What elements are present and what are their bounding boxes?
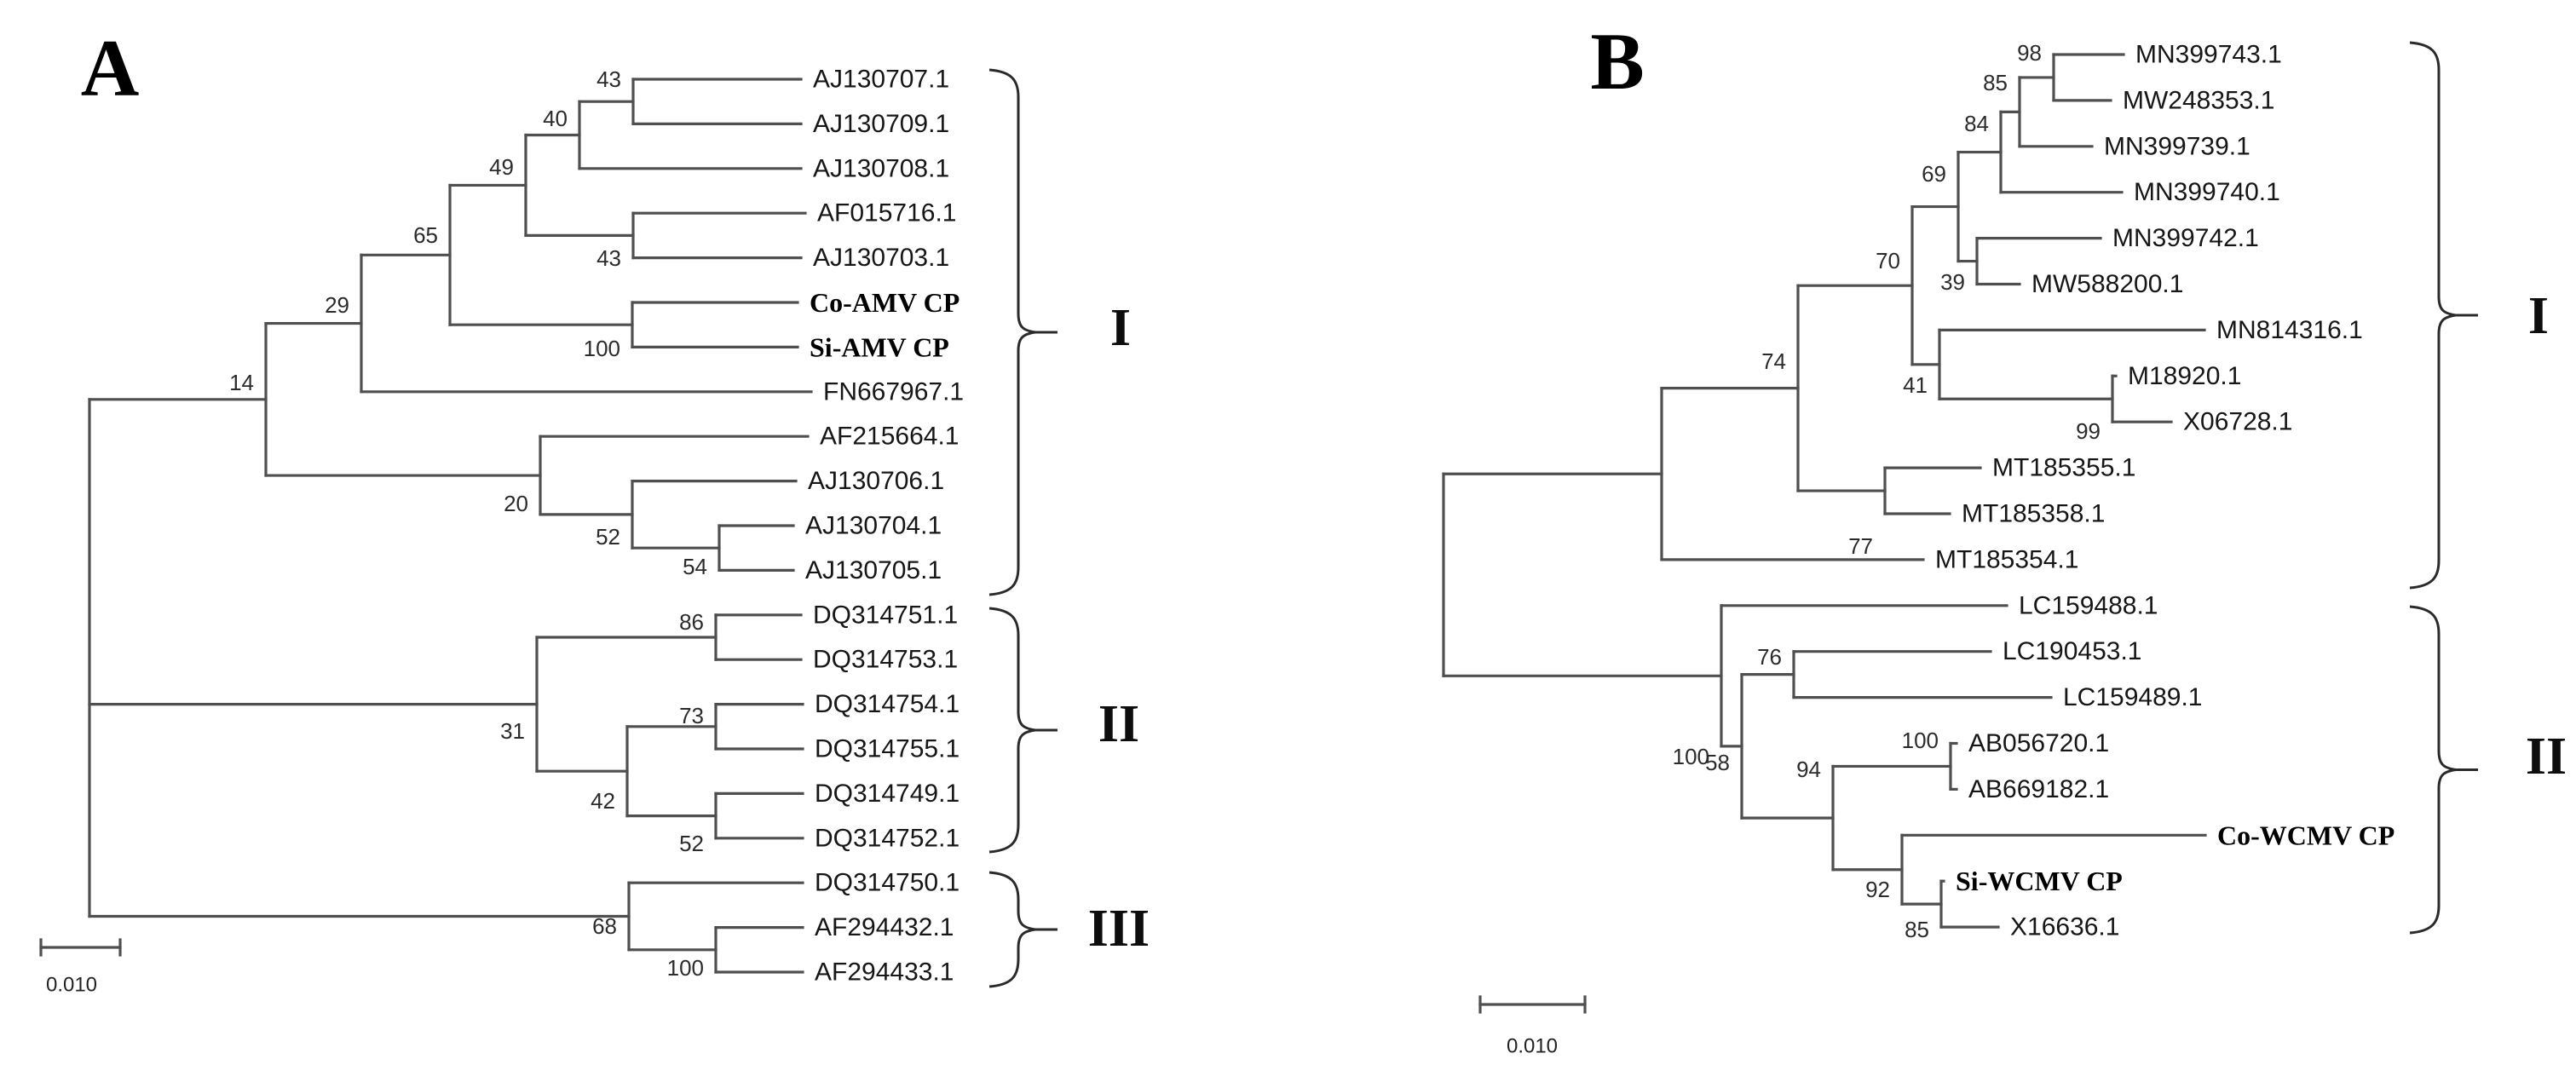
taxon-label: DQ314751.1 xyxy=(813,601,958,629)
bootstrap-value: 29 xyxy=(325,292,349,318)
bootstrap-value: 68 xyxy=(592,913,617,939)
taxon-label: FN667967.1 xyxy=(823,377,964,406)
panel-A: AJ130707.1AJ130709.143AJ130708.140AF0157… xyxy=(39,23,1150,997)
bootstrap-value: 41 xyxy=(1903,372,1928,398)
clade-bracket-III xyxy=(988,871,1036,988)
bootstrap-value: 86 xyxy=(679,609,704,635)
taxon-label: DQ314753.1 xyxy=(813,646,958,674)
taxon-label: MN399740.1 xyxy=(2134,178,2280,206)
taxon-label: DQ314752.1 xyxy=(815,824,960,852)
panel-label-B: B xyxy=(1590,16,1644,106)
bootstrap-value: 54 xyxy=(683,554,707,579)
taxon-label: AB669182.1 xyxy=(1968,775,2109,803)
taxon-label: MN814316.1 xyxy=(2216,316,2363,344)
taxon-label: M18920.1 xyxy=(2128,362,2241,390)
taxon-label-highlighted: Co-AMV CP xyxy=(810,287,960,318)
taxon-label: AF294433.1 xyxy=(815,958,954,987)
clade-bracket-I xyxy=(988,68,1036,596)
bootstrap-value: 39 xyxy=(1940,269,1965,295)
clade-label-II: II xyxy=(2526,728,2567,786)
taxon-label: MT185355.1 xyxy=(1992,454,2135,482)
bootstrap-value: 100 xyxy=(584,336,620,361)
panel-B: MN399743.1MW248353.198MN399739.185MN3997… xyxy=(1442,16,2567,1058)
bootstrap-value: 14 xyxy=(229,370,254,395)
taxon-label: AF015716.1 xyxy=(817,199,956,227)
bootstrap-value: 49 xyxy=(489,154,514,180)
taxon-label: AJ130707.1 xyxy=(813,66,949,94)
taxon-label: MN399743.1 xyxy=(2135,41,2282,69)
taxon-label: AJ130703.1 xyxy=(813,244,949,272)
taxon-label: LC190453.1 xyxy=(2003,637,2141,665)
taxon-label: AJ130704.1 xyxy=(805,512,942,540)
taxon-label: X16636.1 xyxy=(2010,913,2119,941)
clade-bracket-II xyxy=(2409,605,2457,935)
bootstrap-value: 42 xyxy=(591,788,615,814)
bootstrap-value: 85 xyxy=(1983,70,2008,95)
taxon-label: AJ130709.1 xyxy=(813,110,949,138)
bootstrap-value: 70 xyxy=(1876,248,1900,273)
clade-label-I: I xyxy=(1110,299,1131,357)
bootstrap-value: 20 xyxy=(504,491,528,516)
taxon-label: LC159488.1 xyxy=(2019,591,2158,619)
taxon-label: DQ314754.1 xyxy=(815,690,960,718)
scale-bar-label: 0.010 xyxy=(46,974,97,997)
taxon-label: AJ130706.1 xyxy=(808,467,944,495)
bootstrap-value: 31 xyxy=(500,718,525,744)
bootstrap-value: 77 xyxy=(1848,533,1873,559)
taxon-label: DQ314755.1 xyxy=(815,735,960,763)
bootstrap-value: 84 xyxy=(1964,111,1989,136)
bootstrap-value: 40 xyxy=(543,106,568,131)
bootstrap-value: 94 xyxy=(1796,757,1821,782)
bootstrap-value: 74 xyxy=(1761,348,1786,374)
bootstrap-value: 73 xyxy=(679,703,704,728)
taxon-label-highlighted: Si-AMV CP xyxy=(810,331,949,362)
clade-label-I: I xyxy=(2528,287,2549,345)
taxon-label: MW588200.1 xyxy=(2031,270,2183,298)
taxon-label: MN399742.1 xyxy=(2112,224,2259,252)
panel-label-A: A xyxy=(81,23,140,113)
bootstrap-value: 43 xyxy=(596,245,621,271)
taxon-label-highlighted: Co-WCMV CP xyxy=(2217,820,2394,850)
bootstrap-value: 85 xyxy=(1905,917,1929,942)
bootstrap-value: 52 xyxy=(596,524,620,550)
taxon-label-highlighted: Si-WCMV CP xyxy=(1956,866,2123,896)
taxon-label: AF294432.1 xyxy=(815,913,954,941)
taxon-label: MT185358.1 xyxy=(1962,500,2105,528)
bootstrap-value: 43 xyxy=(596,66,621,92)
bootstrap-value: 52 xyxy=(679,831,704,856)
taxon-label: X06728.1 xyxy=(2183,408,2292,436)
bootstrap-value: 76 xyxy=(1757,644,1782,670)
taxon-label: MT185354.1 xyxy=(1935,545,2078,573)
scale-bar: 0.010 xyxy=(1478,995,1587,1058)
bootstrap-value: 65 xyxy=(413,222,438,248)
taxon-label: AF215664.1 xyxy=(820,423,959,451)
taxon-label: LC159489.1 xyxy=(2063,683,2202,711)
bootstrap-value: 100 xyxy=(667,955,704,981)
taxon-label: AJ130708.1 xyxy=(813,154,949,182)
scale-bar: 0.010 xyxy=(39,938,122,997)
bootstrap-value: 99 xyxy=(2076,418,2101,444)
taxon-label: AJ130705.1 xyxy=(805,556,942,584)
taxon-label: MN399739.1 xyxy=(2104,132,2250,160)
bootstrap-value: 100 xyxy=(1673,744,1709,769)
bootstrap-value: 69 xyxy=(1922,161,1946,187)
clade-label-II: II xyxy=(1098,695,1139,753)
bootstrap-value: 92 xyxy=(1865,877,1890,902)
taxon-label: AB056720.1 xyxy=(1968,729,2109,757)
taxon-label: DQ314749.1 xyxy=(815,780,960,808)
bootstrap-value: 98 xyxy=(2017,40,2042,66)
bootstrap-value: 58 xyxy=(1705,750,1730,775)
taxon-label: DQ314750.1 xyxy=(815,869,960,897)
bootstrap-value: 100 xyxy=(1902,728,1939,753)
scale-bar-label: 0.010 xyxy=(1507,1035,1558,1058)
clade-bracket-I xyxy=(2409,41,2457,590)
taxon-label: MW248353.1 xyxy=(2123,86,2274,114)
clade-label-III: III xyxy=(1088,900,1150,958)
clade-bracket-II xyxy=(988,607,1036,854)
